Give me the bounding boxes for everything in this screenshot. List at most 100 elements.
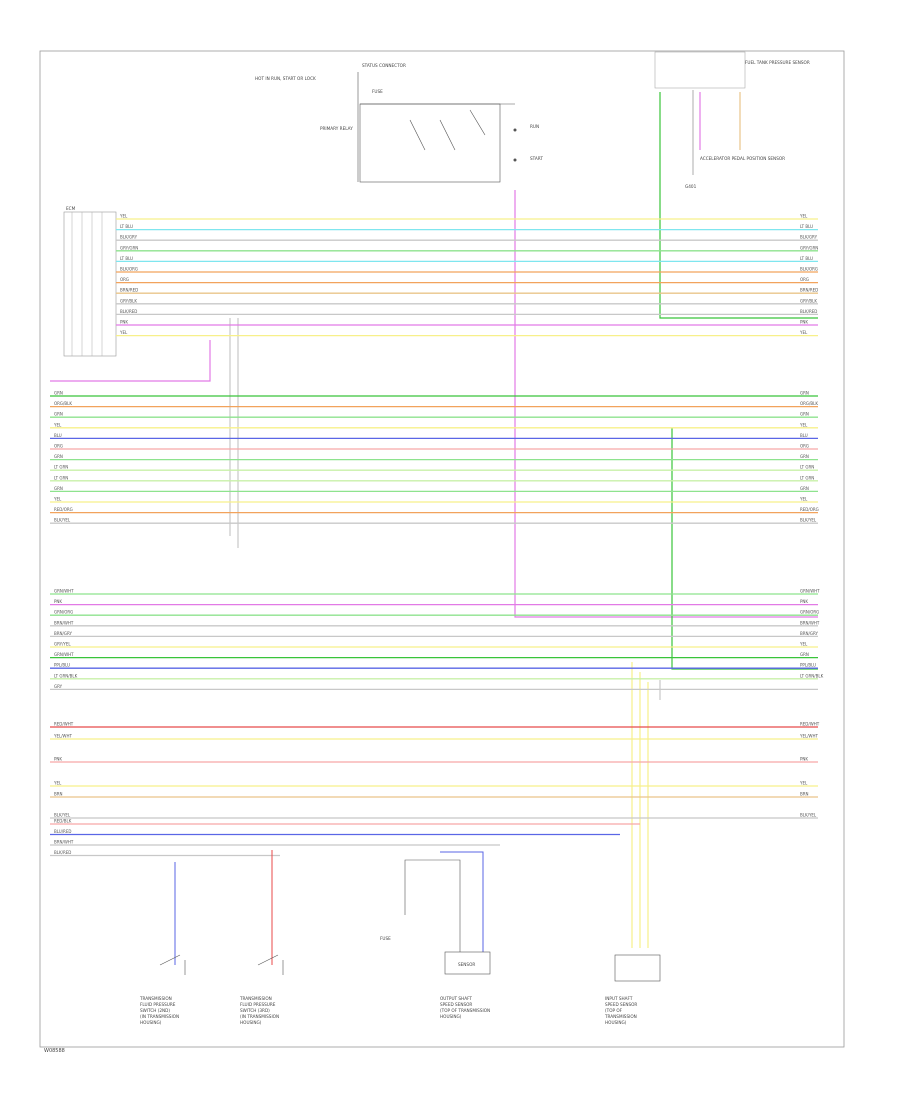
wire-label-right: BLK/YEL [800, 518, 817, 523]
component-c2: TRANSMISSION FLUID PRESSURE SWITCH (3RD)… [239, 850, 284, 1025]
wire-label-left: LT BLU [120, 256, 133, 261]
wire-label-left: BLU [54, 433, 62, 438]
wire-label-right: LT BLU [800, 224, 813, 229]
component-c1: TRANSMISSION FLUID PRESSURE SWITCH (2ND)… [139, 862, 186, 1025]
wire-label-right: GRN/ORG [800, 610, 819, 615]
wire-label-right: ORG/BLK [800, 401, 818, 406]
c3-inner-label: SENSOR [458, 962, 475, 967]
c2-line-0: TRANSMISSION [239, 996, 272, 1001]
wire-label-left: GRN/WHT [54, 652, 74, 657]
c3-line-2: (TOP OF TRANSMISSION [440, 1008, 490, 1013]
wire-label-right: YEL [799, 422, 808, 427]
wire-label-right: YEL [799, 642, 808, 647]
top-right-block: FUEL TANK PRESSURE SENSOR ACCELERATOR PE… [654, 51, 810, 189]
wire-label-right: BRN/GRY [800, 631, 818, 636]
wire-label-left: RED/WHT [54, 722, 74, 727]
wire-label-right: YEL [799, 781, 808, 786]
wire-label-left: YEL [53, 781, 62, 786]
wire-label-right: ORG [800, 444, 809, 449]
wire-label-right: GRN [800, 454, 809, 459]
c2-line-3: (IN TRANSMISSION [240, 1014, 279, 1019]
wire-label-right: RED/ORG [800, 507, 819, 512]
wire-label-left: ORG [120, 277, 129, 282]
wire-label-left: GRN [54, 412, 63, 417]
wire-label-left: GRY/GRN [120, 245, 138, 250]
wire-label-right: BRN/RED [800, 288, 818, 293]
c1-line-2: SWITCH (2ND) [140, 1008, 170, 1013]
component-c3: SENSOR FUSE OUTPUT SHAFT SPEED SENSOR (T… [380, 851, 491, 1019]
wire-label-left: BLK/RED [54, 850, 71, 855]
top-right-sub: ACCELERATOR PEDAL POSITION SENSOR [700, 156, 785, 161]
wire-label-left: BRN [54, 792, 63, 797]
top-switch-label-start: START [530, 156, 543, 161]
wire-label-left: BRN/RED [120, 288, 138, 293]
wire-harness: YEL YEL LT BLU LT BLU BLK/GRY BLK/GRY GRY/GRN G… [50, 214, 824, 857]
c4-line-1: SPEED SENSOR [605, 1002, 637, 1007]
wire-label-left: RED/ORG [54, 507, 73, 512]
top-switch-title: STATUS CONNECTOR [362, 63, 406, 68]
wire-label-left: RED/BLK [54, 819, 72, 824]
wire-label-right: BRN [800, 792, 809, 797]
wire-label-right: GRN/WHT [800, 589, 820, 594]
component-c4: INPUT SHAFT SPEED SENSOR (TOP OF TRANSMI… [604, 954, 661, 1025]
c4-line-4: HOUSING) [605, 1020, 627, 1025]
top-switch-note: HOT IN RUN, START OR LOCK [255, 76, 316, 81]
wire-label-left: BLK/YEL [54, 813, 71, 818]
wire-label-right: LT BLU [800, 256, 813, 261]
wire-label-left: YEL/WHT [53, 734, 73, 739]
wire-label-left: ORG/BLK [54, 401, 72, 406]
vertical-wire-2 [671, 428, 818, 670]
wire-label-right: BLK/ORG [800, 267, 818, 272]
wire-label-right: RED/WHT [800, 722, 820, 727]
wire-label-right: BLK/YEL [800, 813, 817, 818]
wire-label-left: PNK [54, 599, 62, 604]
top-switch-side-label: PRIMARY RELAY [320, 126, 353, 131]
vertical-connector-wires [50, 92, 818, 948]
wire-label-left: GRN/ORG [54, 610, 73, 615]
vertical-wire-5 [50, 340, 211, 382]
c2-line-4: HOUSING) [240, 1020, 262, 1025]
top-right-ground: G401 [685, 184, 697, 189]
wire-label-left: YEL [119, 330, 128, 335]
wire-label-left: GRY/YEL [54, 642, 71, 647]
wire-label-right: PPL/BLU [800, 663, 816, 668]
wire-label-left: GRN [54, 486, 63, 491]
wire-label-right: LT GRN [800, 465, 814, 470]
c4-line-3: TRANSMISSION [604, 1014, 637, 1019]
c1-line-1: FLUID PRESSURE [140, 1002, 176, 1007]
wire-label-left: LT GRN [54, 475, 68, 480]
wire-label-right: GRN [800, 412, 809, 417]
c1-line-3: (IN TRANSMISSION [140, 1014, 179, 1019]
wire-label-right: LT GRN/BLK [800, 673, 824, 678]
c3-fuse-label: FUSE [380, 936, 391, 941]
wire-label-right: LT GRN [800, 475, 814, 480]
top-switch-block: STATUS CONNECTOR HOT IN RUN, START OR LO… [255, 63, 543, 183]
top-switch-label-run: RUN [530, 124, 539, 129]
wire-label-right: BLK/GRY [800, 235, 818, 240]
wire-label-right: YEL [799, 330, 808, 335]
wire-label-left: BLK/ORG [120, 267, 138, 272]
wire-label-left: BLK/YEL [54, 518, 71, 523]
wire-label-left: BRN/WHT [54, 840, 74, 845]
wire-label-right: GRN [800, 486, 809, 491]
c1-line-4: HOUSING) [140, 1020, 162, 1025]
bottom-components: TRANSMISSION FLUID PRESSURE SWITCH (2ND)… [139, 850, 661, 1025]
wire-label-right: PNK [800, 320, 808, 325]
wire-label-left: BLU/RED [54, 829, 71, 834]
wire-label-left: BLK/GRY [120, 235, 138, 240]
wire-label-left: PNK [54, 757, 62, 762]
wire-label-right: GRY/GRN [800, 245, 818, 250]
wire-label-left: PNK [120, 320, 128, 325]
wire-label-right: YEL [799, 497, 808, 502]
wire-label-right: BLK/RED [800, 309, 817, 314]
c4-line-2: (TOP OF [605, 1008, 623, 1013]
c3-line-0: OUTPUT SHAFT [440, 996, 472, 1001]
wire-label-left: ORG [54, 444, 63, 449]
wire-label-left: PPL/BLU [54, 663, 70, 668]
wire-label-right: GRY/BLK [800, 298, 817, 303]
vertical-wire-0 [514, 190, 818, 618]
wire-label-right: PNK [800, 599, 808, 604]
wire-label-left: GRN/WHT [54, 589, 74, 594]
ecm-title: ECM [66, 206, 76, 211]
